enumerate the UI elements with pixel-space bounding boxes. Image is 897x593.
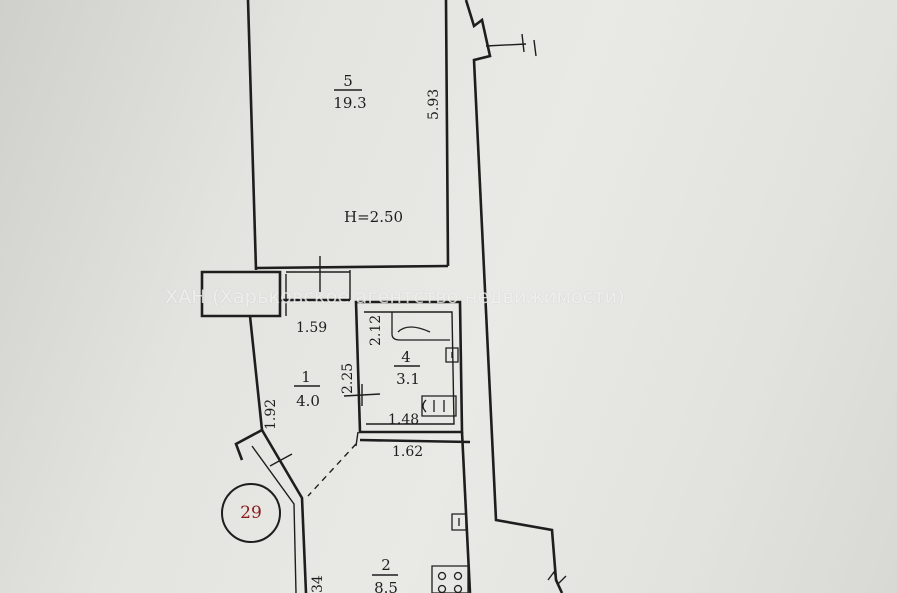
door-hall bbox=[269, 453, 293, 467]
toilet-icon bbox=[421, 395, 457, 417]
agency-watermark: ХАН (Харьковское агентство недвижимости) bbox=[165, 286, 625, 308]
door-bathroom bbox=[343, 384, 381, 406]
dim-kitchen-side: 34 bbox=[310, 575, 326, 593]
apartment-number: 29 bbox=[240, 503, 262, 523]
dim-corridor-width: 1.59 bbox=[296, 320, 327, 336]
kitchen-sink-icon bbox=[451, 513, 467, 531]
room4-number: 4 bbox=[401, 348, 411, 366]
ceiling-height-label: H=2.50 bbox=[344, 208, 403, 226]
bathtub-icon bbox=[391, 312, 450, 341]
dim-bath-width: 1.48 bbox=[388, 412, 419, 428]
room5-area: 19.3 bbox=[333, 94, 366, 112]
wall-hall-diagonal bbox=[260, 429, 308, 593]
dim-kitchen-width: 1.62 bbox=[392, 444, 423, 460]
room1-area: 4.0 bbox=[296, 392, 320, 410]
stove-icon bbox=[431, 565, 469, 593]
sink-icon bbox=[445, 347, 459, 363]
wall-hall-left bbox=[234, 315, 264, 461]
wall-kitchen-inner bbox=[355, 431, 359, 447]
wall-corridor-segment bbox=[200, 270, 282, 318]
wall-kitchen-top bbox=[359, 438, 471, 444]
room2-number: 2 bbox=[381, 556, 391, 574]
room4-area: 3.1 bbox=[396, 370, 420, 388]
apartment-number-badge: 29 bbox=[221, 483, 281, 543]
hall-boundary-dashed bbox=[307, 443, 357, 497]
wall-outer-right bbox=[464, 0, 564, 593]
wall-room5-left bbox=[246, 0, 258, 271]
wall-hall-diagonal-inner bbox=[251, 445, 297, 593]
room1-number: 1 bbox=[301, 368, 311, 386]
doorway-room5 bbox=[285, 256, 351, 316]
room2-area: 8.5 bbox=[374, 579, 398, 593]
dim-hall-side: 1.92 bbox=[263, 399, 279, 430]
dim-room5-length: 5.93 bbox=[426, 89, 442, 120]
dim-bath-height: 2.12 bbox=[368, 315, 384, 346]
wall-outer-right-bottom-mark bbox=[547, 570, 567, 586]
wall-kitchen-right bbox=[460, 431, 472, 593]
dim-hall-height: 2.25 bbox=[340, 363, 356, 394]
wall-outer-right-notch bbox=[485, 33, 537, 57]
wall-room5-bottom bbox=[255, 264, 449, 270]
room5-number: 5 bbox=[343, 72, 353, 90]
wall-bathroom-inner bbox=[364, 311, 455, 425]
wall-room5-right bbox=[444, 0, 450, 267]
